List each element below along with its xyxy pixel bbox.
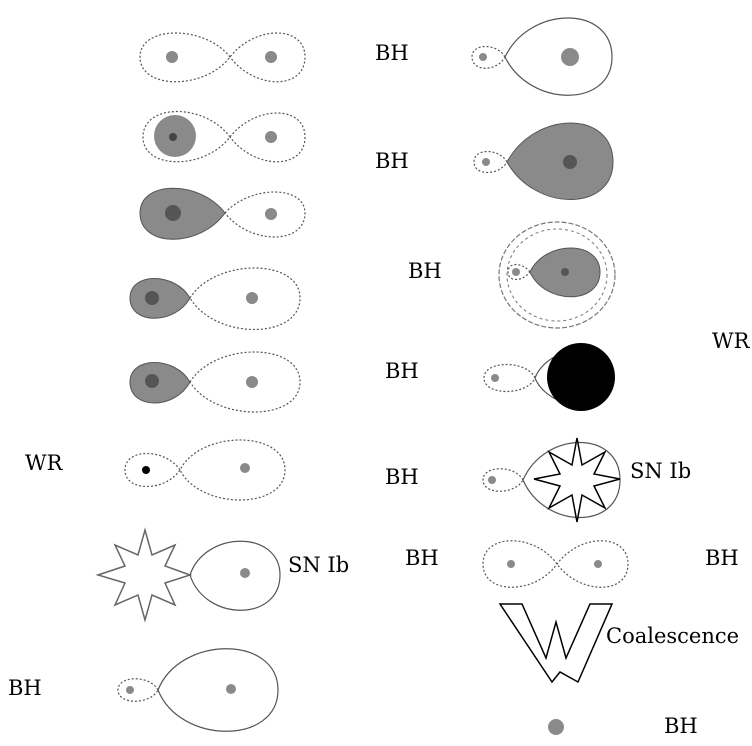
black-hole [491,374,499,382]
right-stage-coalescence: Coalescence [498,603,739,684]
left-sn-label: SN Ib [288,553,349,577]
gravitational-wave-w-icon [498,603,614,684]
right-stage-wr: WR BH [385,329,751,411]
black-hole-1 [507,560,515,568]
right-bh6b-label: BH [705,546,739,570]
wr-star [142,466,150,474]
left-bh-label: BH [8,676,42,700]
black-hole [482,158,490,166]
supernova-burst-icon [533,437,621,523]
star-secondary [240,463,250,473]
right-bh-final-label: BH [664,714,698,738]
star-secondary [246,292,258,304]
star-secondary [265,51,277,63]
primary-core [145,374,159,388]
star-secondary [265,208,277,220]
left-stage-sn: SN Ib [95,527,349,623]
star-secondary [240,568,250,578]
right-stage-3: BH [408,221,616,329]
right-bh1-label: BH [375,41,409,65]
right-bh4-label: BH [385,359,419,383]
black-hole [126,686,134,694]
right-stage-1: BH [375,17,613,96]
merged-black-hole [548,719,564,735]
left-stage-2 [142,110,306,163]
star-secondary [265,131,277,143]
black-hole [488,476,496,484]
black-hole [479,53,487,61]
left-stage-wr: WR [25,439,286,501]
star-primary [166,51,178,63]
right-coalescence-label: Coalescence [606,624,739,648]
right-stage-bhbh: BH BH [405,540,739,588]
primary-core [169,133,177,141]
common-envelope-outer [498,221,616,329]
star-secondary [246,376,258,388]
right-stage-2: BH [375,122,614,200]
common-envelope-inner [506,228,608,322]
right-bh3-label: BH [408,259,442,283]
right-bh6-label: BH [405,546,439,570]
primary-core [145,291,159,305]
black-hole-2 [594,560,602,568]
right-wr-label: WR [712,329,751,353]
right-bh2-label: BH [375,149,409,173]
star-secondary [561,48,579,66]
star-core [563,155,577,169]
left-stage-5 [129,351,301,413]
black-hole [512,268,520,276]
primary-core [165,205,181,221]
star-core [561,268,569,276]
left-stage-3 [139,187,306,240]
right-bh5-label: BH [385,465,419,489]
left-wr-label: WR [25,451,64,475]
supernova-burst-icon [95,527,193,623]
right-sn-label: SN Ib [630,459,691,483]
left-stage-bh: BH [8,648,279,732]
left-stage-1 [139,32,306,83]
right-stage-final: BH [548,714,698,738]
left-stage-4 [129,267,301,331]
wr-star [547,343,615,411]
right-stage-sn: BH SN Ib [385,437,691,523]
star-secondary [226,684,236,694]
